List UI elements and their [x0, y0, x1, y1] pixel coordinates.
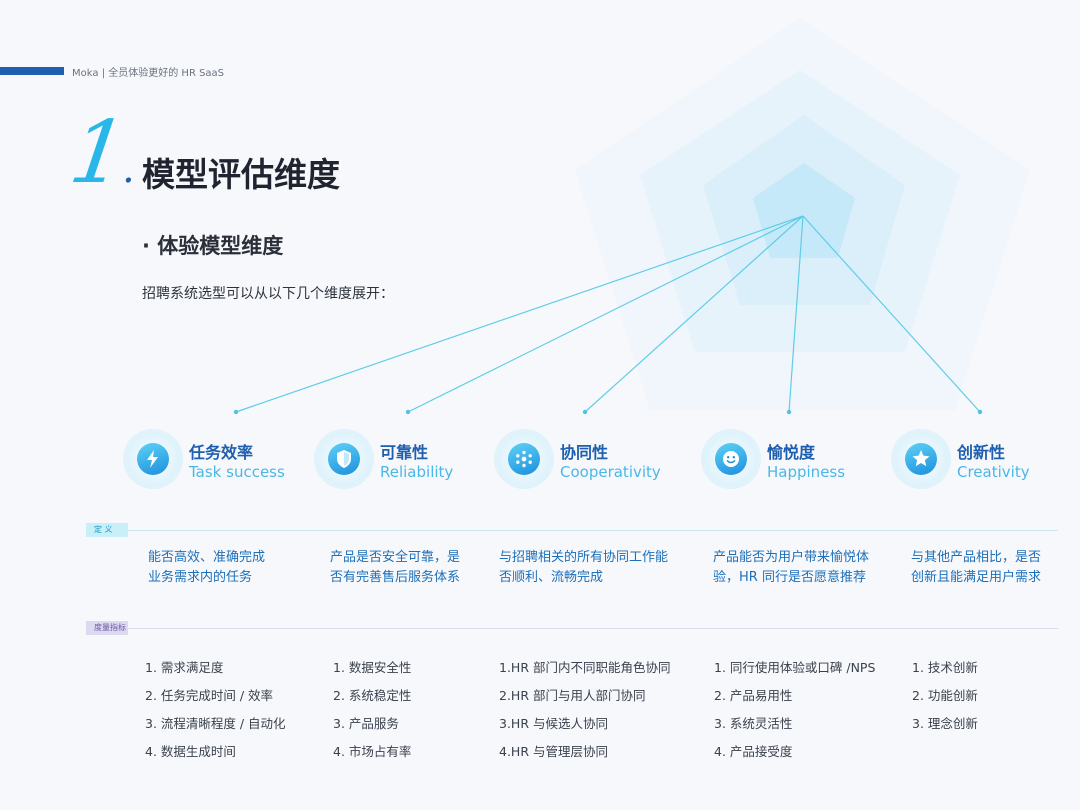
dimension-icon-badge	[318, 433, 370, 485]
definition-creativity: 与其他产品相比，是否 创新且能满足用户需求	[911, 548, 1041, 588]
shield-icon	[337, 450, 351, 468]
definition-divider	[128, 530, 1058, 531]
definition-line: 否有完善售后服务体系	[330, 570, 461, 585]
dimension-title-cn: 愉悦度	[767, 443, 816, 462]
metric-item: 4. 数据生成时间	[145, 744, 236, 759]
dimension-icon-badge	[498, 433, 550, 485]
definition-line: 验，HR 同行是否愿意推荐	[713, 570, 866, 585]
dimension-icon-badge	[705, 433, 757, 485]
radar-pentagon-inner	[753, 163, 855, 258]
definition-line: 能否高效、准确完成	[148, 550, 266, 565]
metric-item: 2. 产品易用性	[714, 688, 793, 703]
section-subtitle: · 体验模型维度	[142, 234, 284, 258]
definition-line: 与招聘相关的所有协同工作能	[499, 550, 669, 565]
definition-happiness: 产品能否为用户带来愉悦体 验，HR 同行是否愿意推荐	[713, 548, 869, 588]
network-icon	[516, 450, 532, 468]
dimension-title-en: Happiness	[767, 463, 846, 481]
smiley-icon	[723, 451, 739, 467]
header-accent-bar	[0, 67, 64, 75]
dimension-title-cn: 创新性	[957, 443, 1006, 462]
definition-task-success: 能否高效、准确完成 业务需求内的任务	[148, 548, 265, 588]
dimension-icon-badge	[127, 433, 179, 485]
brand-tagline: 全员体验更好的 HR SaaS	[108, 68, 225, 79]
metric-item: 1.HR 部门内不同职能角色协同	[499, 660, 671, 675]
metrics-cooperativity: 1.HR 部门内不同职能角色协同 2.HR 部门与用人部门协同 3.HR 与候选…	[499, 654, 671, 766]
definition-line: 产品是否安全可靠，是	[330, 550, 461, 565]
metric-item: 1. 需求满足度	[145, 660, 224, 675]
connector-lines	[235, 215, 981, 413]
metric-item: 3. 系统灵活性	[714, 716, 793, 731]
metrics-tag: 度量指标	[86, 621, 128, 635]
definition-line: 创新且能满足用户需求	[911, 570, 1042, 585]
definition-line: 产品能否为用户带来愉悦体	[713, 550, 870, 565]
star-icon	[912, 450, 930, 467]
metric-item: 4.HR 与管理层协同	[499, 744, 608, 759]
metric-item: 3.HR 与候选人协同	[499, 716, 608, 731]
definition-cooperativity: 与招聘相关的所有协同工作能 否顺利、流畅完成	[499, 548, 668, 588]
metric-item: 1. 技术创新	[912, 660, 978, 675]
brand-separator: |	[101, 68, 106, 79]
definition-line: 与其他产品相比，是否	[911, 550, 1042, 565]
metrics-task-success: 1. 需求满足度 2. 任务完成时间 / 效率 3. 流程清晰程度 / 自动化 …	[145, 654, 286, 766]
definition-line: 否顺利、流畅完成	[499, 570, 604, 585]
dimension-title-cn: 可靠性	[380, 443, 429, 462]
dimension-title-en: Cooperativity	[560, 463, 661, 481]
page-title: 模型评估维度	[142, 155, 340, 194]
dimension-title-cn: 任务效率	[189, 443, 254, 462]
metrics-creativity: 1. 技术创新 2. 功能创新 3. 理念创新	[912, 654, 978, 738]
dimension-title-en: Creativity	[957, 463, 1030, 481]
metric-item: 3. 产品服务	[333, 716, 399, 731]
metric-item: 3. 流程清晰程度 / 自动化	[145, 716, 286, 731]
header-brand-line: Moka | 全员体验更好的 HR SaaS	[72, 64, 224, 79]
dimension-title-en: Reliability	[380, 463, 454, 481]
metric-item: 3. 理念创新	[912, 716, 978, 731]
dimension-title-en: Task success	[189, 463, 285, 481]
definition-reliability: 产品是否安全可靠，是 否有完善售后服务体系	[330, 548, 460, 588]
metric-item: 2.HR 部门与用人部门协同	[499, 688, 646, 703]
lightning-icon	[147, 450, 158, 468]
metric-item: 1. 同行使用体验或口碑 /NPS	[714, 660, 876, 675]
metrics-reliability: 1. 数据安全性 2. 系统稳定性 3. 产品服务 4. 市场占有率	[333, 654, 411, 766]
brand-name: Moka	[72, 68, 99, 79]
definition-tag: 定 义	[86, 523, 128, 537]
metric-item: 2. 系统稳定性	[333, 688, 412, 703]
metric-item: 2. 任务完成时间 / 效率	[145, 688, 274, 703]
dimension-title-cn: 协同性	[560, 443, 609, 462]
intro-text: 招聘系统选型可以从以下几个维度展开：	[142, 286, 394, 302]
metric-item: 2. 功能创新	[912, 688, 978, 703]
definition-line: 业务需求内的任务	[148, 570, 253, 585]
metric-item: 4. 市场占有率	[333, 744, 412, 759]
metrics-happiness: 1. 同行使用体验或口碑 /NPS 2. 产品易用性 3. 系统灵活性 4. 产…	[714, 654, 875, 766]
dimension-icon-badge	[895, 433, 947, 485]
metric-item: 4. 产品接受度	[714, 744, 793, 759]
metric-item: 1. 数据安全性	[333, 660, 412, 675]
metrics-divider	[128, 628, 1058, 629]
connector-dots	[233, 409, 983, 415]
